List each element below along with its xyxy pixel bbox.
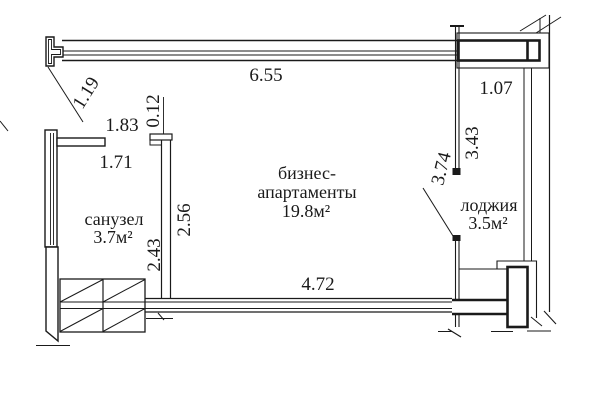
right-inner-wall [523, 68, 532, 261]
room-label-bathroom: санузел [85, 209, 144, 229]
dim-room-left-depth: 2.56 [174, 203, 195, 236]
room-area-loggia: 3.5м² [468, 213, 507, 233]
dim-loggia-top-width: 1.07 [479, 78, 512, 99]
plan-annotations: 6.55 1.19 1.83 0.12 1.71 2.56 2.43 4.72 … [69, 65, 518, 295]
right-outer-wall [527, 15, 557, 332]
shaft-hatch-block [59, 278, 146, 333]
room-area-apartment: 19.8м² [282, 201, 330, 221]
top-window-wall [62, 39, 457, 62]
leader-line-room-right-depth [422, 187, 454, 237]
dim-partition-thickness: 0.12 [143, 94, 164, 127]
leader-line-entry-offset [47, 66, 84, 123]
room-label-loggia: лоджия [461, 195, 518, 215]
dim-bathroom-outer-width: 1.83 [105, 115, 138, 136]
left-wall [36, 129, 70, 347]
bathroom-top-wall [56, 137, 106, 147]
dim-bottom-wall-length: 4.72 [301, 274, 334, 295]
plan-linework [0, 14, 562, 347]
loggia-partition-lower [438, 235, 462, 338]
dim-room-right-depth: 3.74 [427, 150, 456, 188]
bottom-right-wall-block [452, 260, 543, 333]
dim-bathroom-depth: 2.43 [144, 238, 165, 271]
bottom-window-wall [145, 297, 452, 321]
top-right-wall-block [456, 14, 562, 69]
dim-top-wall-length: 6.55 [249, 65, 282, 86]
room-label-apartment-line2: апартаменты [257, 182, 356, 202]
top-left-end-post [45, 36, 64, 67]
room-area-bathroom: 3.7м² [93, 227, 132, 247]
break-line [519, 14, 547, 32]
room-label-apartment-line1: бизнес- [278, 163, 336, 183]
edge-mark [0, 120, 9, 132]
dim-bathroom-inner-width: 1.71 [99, 152, 132, 173]
bathroom-partition-wall [149, 97, 173, 299]
dim-loggia-glazing-length: 3.43 [462, 126, 483, 159]
